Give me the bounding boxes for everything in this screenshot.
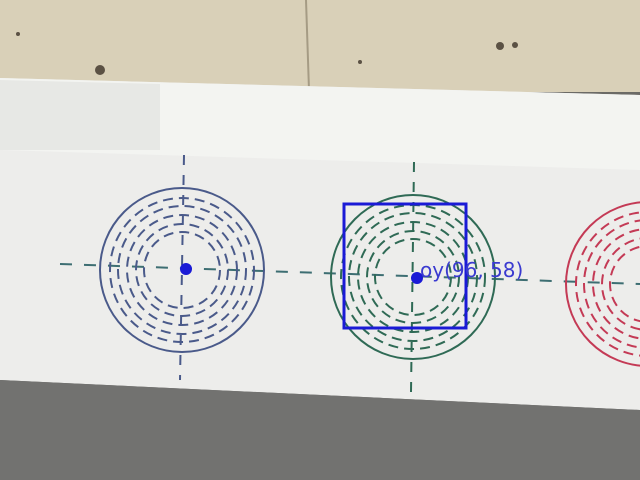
- wall-background: [0, 0, 640, 92]
- floor: [0, 380, 640, 480]
- detection-label: oy(96, 58): [420, 258, 523, 282]
- blue-target: [99, 154, 265, 381]
- tape-left-edge: [0, 80, 160, 150]
- red-target: [565, 201, 640, 367]
- green-target-center-point: [411, 272, 423, 284]
- horizontal-guide-line: [59, 263, 640, 285]
- wall-specks: [16, 32, 518, 75]
- wall-seam: [305, 0, 310, 91]
- detection-bounding-box: [342, 202, 468, 330]
- blue-target-center-point: [180, 263, 192, 275]
